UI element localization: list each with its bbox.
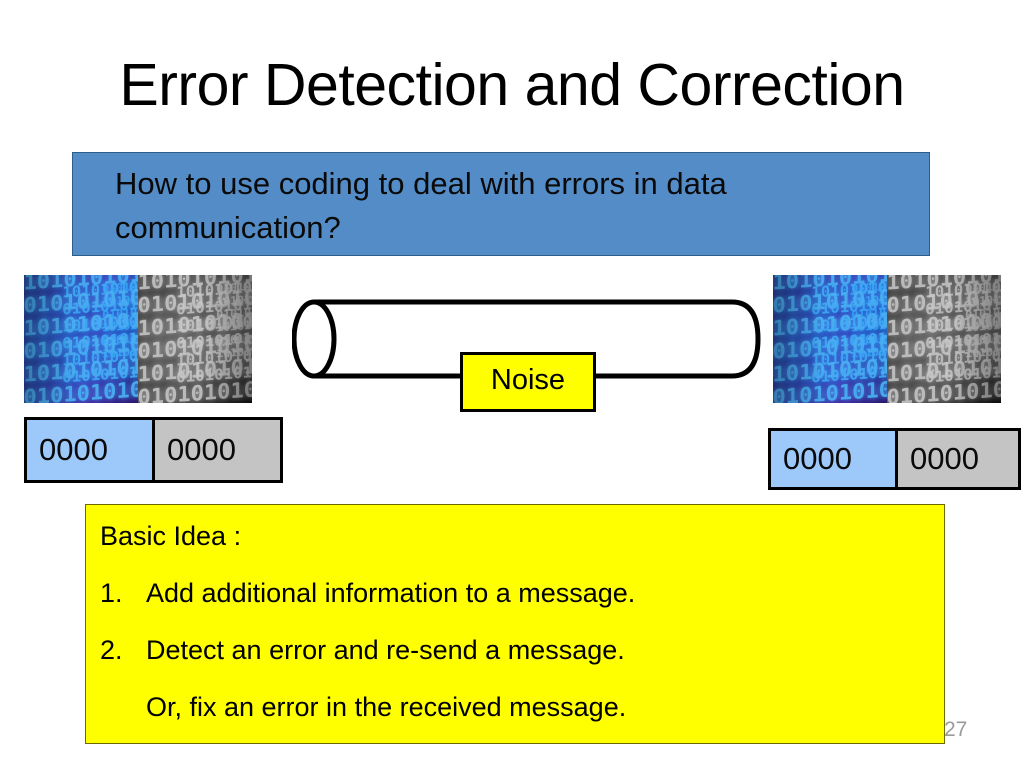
sent-frame-data-cell: 0000 xyxy=(27,420,155,480)
basic-idea-item-text: Add additional information to a message. xyxy=(146,578,636,608)
basic-idea-heading: Basic Idea : xyxy=(100,521,242,551)
basic-idea-panel: Basic Idea : 1. Add additional informati… xyxy=(85,504,945,744)
binary-digits-row-set: 0101010101 1010101010 0101010101 1010101… xyxy=(138,275,252,403)
question-banner: How to use coding to deal with errors in… xyxy=(72,152,930,256)
basic-idea-item-number: 1. xyxy=(100,578,123,608)
question-banner-text: How to use coding to deal with errors in… xyxy=(115,166,727,245)
noise-box: Noise xyxy=(460,352,596,412)
basic-idea-continuation: Or, fix an error in the received message… xyxy=(146,692,627,722)
channel-pipe-shape xyxy=(292,298,766,380)
received-frame-parity-cell: 0000 xyxy=(898,431,1018,487)
basic-idea-item-text: Detect an error and re-send a message. xyxy=(146,635,625,665)
sent-frame: 0000 0000 xyxy=(24,417,283,483)
basic-idea-item-number: 2. xyxy=(100,635,123,665)
binary-digits-row-set: 0101010101 1010101010 0101010101 1010101… xyxy=(24,275,138,403)
received-frame: 0000 0000 xyxy=(768,428,1021,490)
sent-frame-data-label: 0000 xyxy=(39,432,108,467)
page-number: 27 xyxy=(944,718,968,741)
noise-label: Noise xyxy=(490,364,566,396)
binary-image-gray-half: 0101010101 1010101010 0101010101 1010101… xyxy=(138,275,252,403)
binary-image-receiver: 0101010101 1010101010 0101010101 1010101… xyxy=(773,275,1001,403)
binary-image-blue-half: 0101010101 1010101010 0101010101 1010101… xyxy=(24,275,138,403)
received-frame-data-cell: 0000 xyxy=(771,431,898,487)
sent-frame-parity-cell: 0000 xyxy=(155,420,280,480)
received-frame-parity-label: 0000 xyxy=(910,441,979,476)
page-title: Error Detection and Correction xyxy=(119,52,905,118)
binary-image-blue-half: 0101010101 1010101010 0101010101 1010101… xyxy=(773,275,887,403)
binary-image-gray-half: 0101010101 1010101010 0101010101 1010101… xyxy=(887,275,1001,403)
binary-digits-row-set: 0101010101 1010101010 0101010101 1010101… xyxy=(887,275,1001,403)
basic-idea-item: 2. Detect an error and re-send a message… xyxy=(100,631,928,669)
binary-image-sender: 0101010101 1010101010 0101010101 1010101… xyxy=(24,275,252,403)
received-frame-data-label: 0000 xyxy=(783,441,852,476)
binary-digits-row-set: 0101010101 1010101010 0101010101 1010101… xyxy=(773,275,887,403)
sent-frame-parity-label: 0000 xyxy=(167,432,236,467)
basic-idea-item: 1. Add additional information to a messa… xyxy=(100,574,928,612)
